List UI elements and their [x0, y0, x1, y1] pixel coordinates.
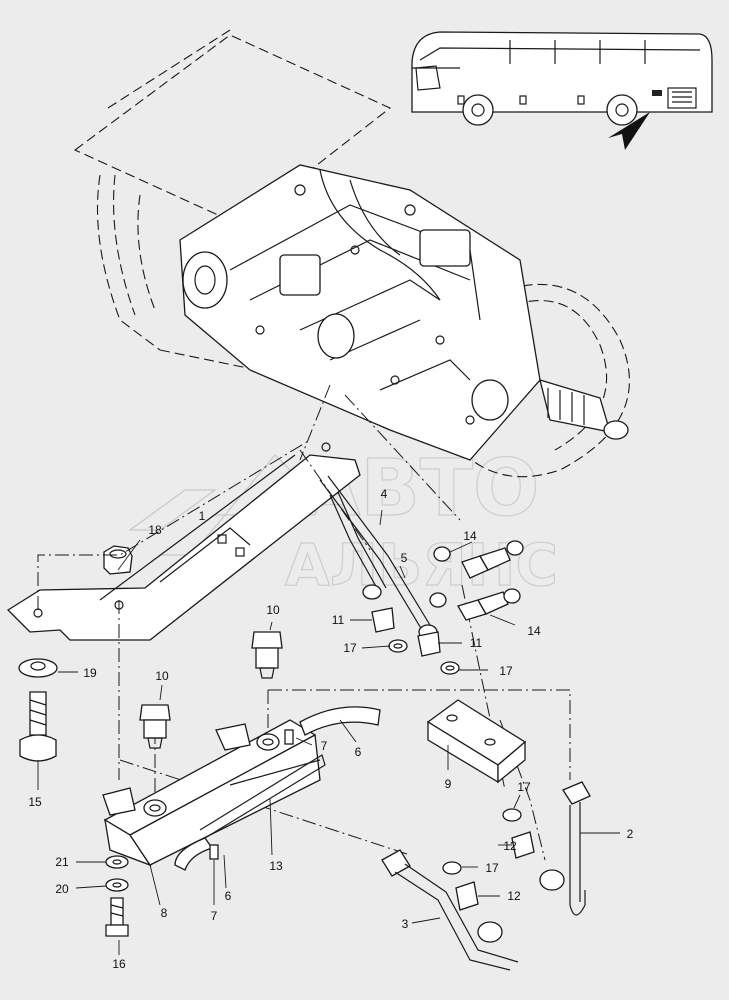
callout-18: 18 — [148, 523, 162, 537]
callout-20: 20 — [55, 882, 69, 896]
callout-8: 8 — [161, 906, 168, 920]
pipe-4 — [329, 491, 387, 600]
bracket-assembly — [6, 442, 361, 762]
callout-4: 4 — [381, 487, 388, 501]
seal-17-a — [388, 639, 408, 653]
seal-17-c — [502, 808, 522, 822]
callout-13: 13 — [269, 859, 283, 873]
bolt-16 — [105, 897, 129, 937]
washer-20 — [105, 878, 129, 892]
union-12-lower — [455, 881, 479, 911]
callout-9: 9 — [445, 777, 452, 791]
bus-location-thumbnail — [411, 31, 713, 150]
sensor-10-left — [139, 704, 171, 749]
sensor-10-right — [251, 631, 283, 679]
union-12-upper — [511, 831, 535, 859]
callout-10-left: 10 — [155, 669, 169, 683]
bolt-15 — [19, 691, 57, 762]
leader-lines — [37, 509, 620, 955]
callouts: 1 2 3 4 5 6 6 7 7 8 9 10 10 11 11 12 12 … — [28, 487, 633, 971]
fitting-11-right — [417, 631, 441, 657]
washer-19 — [18, 658, 58, 678]
callout-6-upper: 6 — [355, 745, 362, 759]
callout-16: 16 — [112, 957, 126, 971]
seal-17-d — [442, 861, 462, 875]
callout-12-lower: 12 — [507, 889, 521, 903]
callout-6-lower: 6 — [225, 889, 232, 903]
callout-5: 5 — [401, 551, 408, 565]
callout-17-b: 17 — [499, 664, 513, 678]
callout-15: 15 — [28, 795, 42, 809]
callout-11-left: 11 — [332, 613, 345, 627]
callout-17-c: 17 — [517, 780, 531, 794]
gearbox-assembly — [73, 29, 630, 478]
hose-clamp-7a — [209, 844, 219, 860]
callout-21: 21 — [55, 855, 69, 869]
callout-2: 2 — [627, 827, 634, 841]
nut-18 — [103, 545, 133, 575]
callout-11-right: 11 — [470, 636, 483, 650]
cooler-block — [102, 706, 381, 871]
manifold-block-9 — [426, 699, 527, 784]
pipe-3 — [381, 849, 519, 971]
elbow-14-lower — [429, 588, 521, 621]
callout-14-upper: 14 — [463, 529, 477, 543]
callout-3: 3 — [402, 917, 409, 931]
hose-clamp-7b — [284, 729, 294, 745]
pipe-2 — [539, 781, 591, 916]
callout-1: 1 — [199, 509, 206, 523]
callout-17-d: 17 — [485, 861, 499, 875]
callout-17-a: 17 — [343, 641, 357, 655]
callout-7-upper: 7 — [321, 739, 328, 753]
callout-12-upper: 12 — [503, 839, 517, 853]
pipe-5 — [319, 475, 438, 640]
callout-10-right: 10 — [266, 603, 280, 617]
seal-17-b — [440, 661, 460, 675]
callout-7-lower: 7 — [211, 909, 218, 923]
callout-14-lower: 14 — [527, 624, 541, 638]
fitting-11-left — [371, 607, 395, 633]
elbow-14-upper — [433, 540, 524, 579]
callout-19: 19 — [83, 666, 97, 680]
washer-21 — [105, 855, 129, 869]
location-arrow-icon — [608, 112, 650, 150]
